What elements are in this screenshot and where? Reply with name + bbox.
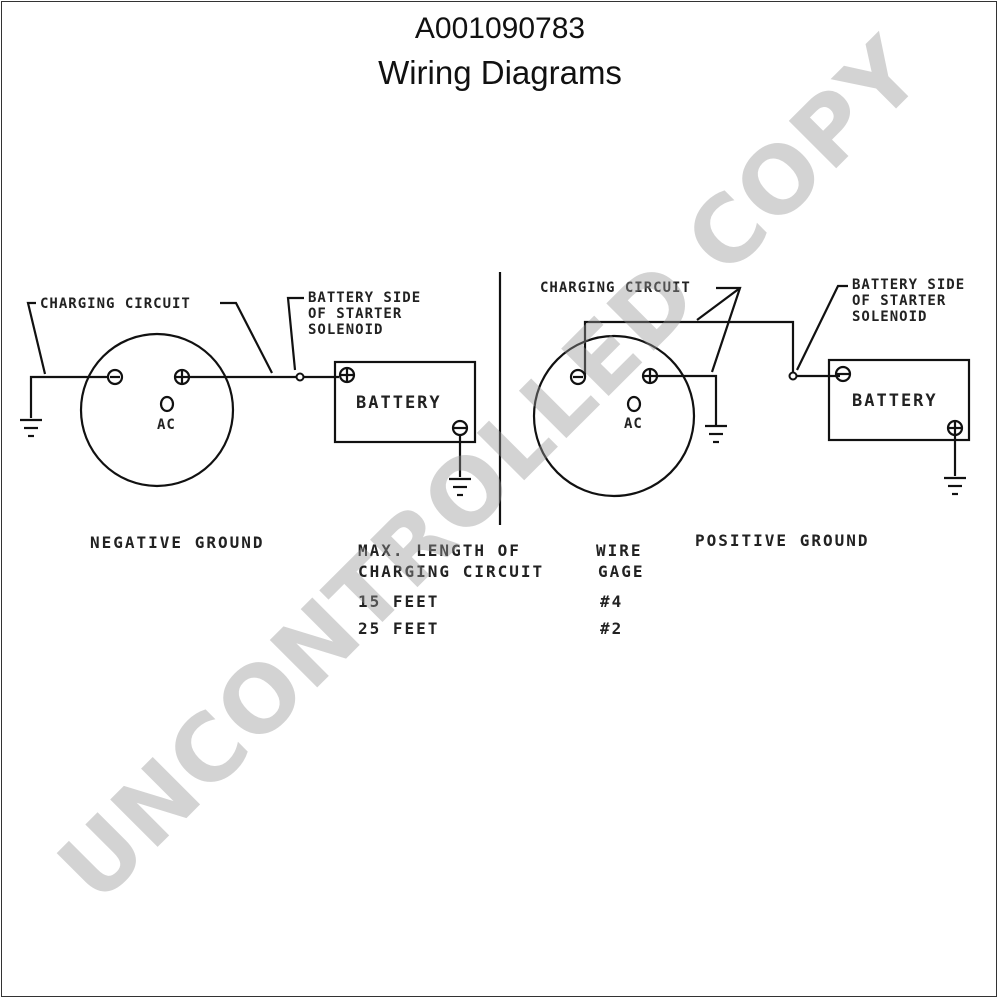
table-row-gage: #2 (600, 619, 623, 638)
document-id: A001090783 (414, 12, 586, 45)
ac-label: AC (624, 416, 643, 432)
ac-label: AC (157, 417, 176, 433)
solenoid-label-line1: BATTERY SIDE (308, 290, 421, 306)
charging-circuit-label: CHARGING CIRCUIT (540, 280, 691, 296)
negative-ground-label: NEGATIVE GROUND (90, 533, 265, 552)
charging-circuit-label: CHARGING CIRCUIT (40, 296, 191, 312)
solenoid-label-line3: SOLENOID (852, 309, 927, 325)
charging-leader-down (710, 286, 742, 373)
battery-negative-terminal-icon (834, 365, 852, 383)
battery-label: BATTERY (356, 393, 442, 413)
table-row-gage: #4 (600, 592, 623, 611)
battery-positive-terminal-icon (338, 366, 356, 384)
table-col1-header-line1: MAX. LENGTH OF (358, 541, 521, 560)
wire-gage-table: MAX. LENGTH OF CHARGING CIRCUIT WIRE GAG… (358, 541, 645, 638)
table-col2-header-line1: WIRE (596, 541, 643, 560)
solenoid-junction-dot (788, 371, 798, 381)
solenoid-label-line1: BATTERY SIDE (852, 277, 965, 293)
ground-wire (657, 374, 718, 425)
ground-wire-left (29, 375, 108, 418)
positive-ground-diagram: AC BATTERY CHARGING CIRCUIT BATTERY SIDE… (532, 277, 971, 550)
battery-label: BATTERY (852, 391, 938, 411)
ac-terminal-icon (159, 395, 175, 413)
charging-leader-right (220, 301, 273, 374)
positive-ground-label: POSITIVE GROUND (695, 531, 870, 550)
solenoid-junction-dot (295, 372, 305, 382)
page-title: Wiring Diagrams (378, 54, 622, 91)
ac-terminal-icon (626, 395, 642, 413)
solenoid-leader (286, 296, 304, 371)
table-row-length: 25 FEET (358, 619, 439, 638)
alternator-circle (79, 332, 235, 488)
battery-box (333, 360, 477, 444)
charging-wire (583, 320, 795, 377)
solenoid-label-line2: OF STARTER (852, 293, 946, 309)
solenoid-label-line2: OF STARTER (308, 306, 402, 322)
charging-leader-left (26, 301, 47, 375)
table-row-length: 15 FEET (358, 592, 439, 611)
solenoid-leader (796, 284, 848, 371)
solenoid-label-line3: SOLENOID (308, 322, 383, 338)
table-col1-header-line2: CHARGING CIRCUIT (358, 562, 544, 581)
charging-leader-wire (696, 287, 741, 321)
negative-ground-diagram: AC BATTERY CHARGING CIRCUIT BATTERY SIDE… (20, 290, 477, 552)
table-col2-header-line2: GAGE (598, 562, 645, 581)
alternator-circle (532, 334, 696, 498)
battery-box (827, 358, 971, 442)
